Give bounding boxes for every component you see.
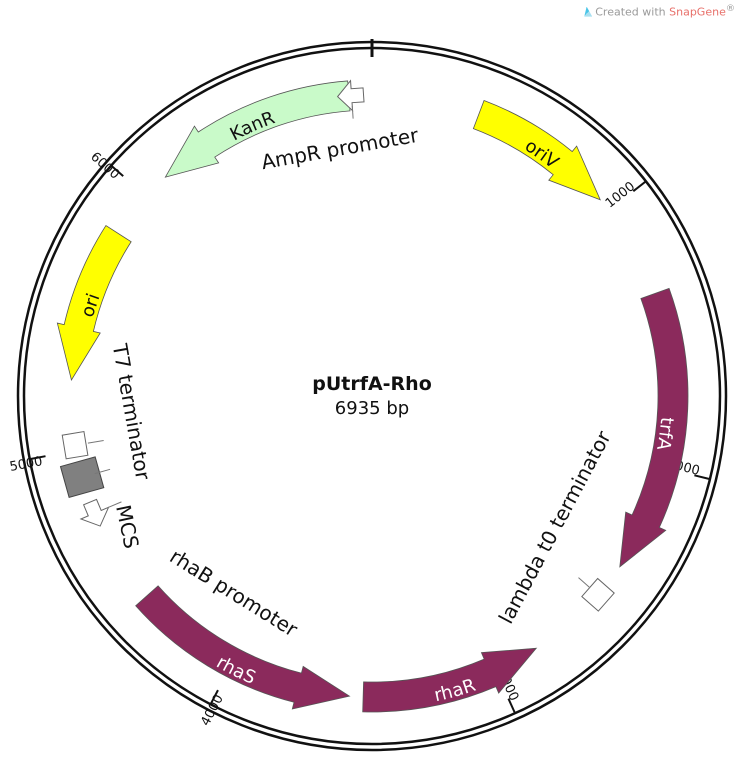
mcs-leader bbox=[94, 468, 111, 475]
tick-mark bbox=[694, 474, 711, 481]
watermark-prefix: Created with bbox=[595, 5, 670, 19]
rhab-promoter-leader bbox=[106, 501, 122, 509]
tick-mark bbox=[209, 689, 219, 705]
plasmid-name: pUtrfA-Rho bbox=[312, 373, 432, 395]
tick-mark bbox=[632, 180, 647, 192]
tick-mark bbox=[507, 698, 516, 714]
mcs-marker[interactable] bbox=[59, 456, 105, 499]
feature-oriV-arrow[interactable] bbox=[472, 100, 602, 201]
feature-rhaS-arrow[interactable] bbox=[135, 585, 351, 710]
feature-trfA-label: trfA bbox=[652, 416, 677, 452]
t7-terminator-label: T7 terminator bbox=[108, 341, 156, 482]
watermark-brand: SnapGene bbox=[669, 5, 726, 19]
tick-mark bbox=[29, 455, 46, 461]
tick-label: 1000 bbox=[603, 179, 638, 211]
t7-terminator-marker[interactable] bbox=[61, 430, 89, 460]
ampr-promoter-leader bbox=[351, 105, 354, 119]
feature-trfA-arrow[interactable] bbox=[619, 287, 689, 568]
t7-terminator-leader bbox=[87, 439, 104, 444]
feature-rhaR-arrow[interactable] bbox=[362, 647, 538, 713]
mcs-label: MCS bbox=[111, 503, 144, 551]
tick-mark bbox=[110, 164, 124, 177]
snapgene-watermark: Created with SnapGene® bbox=[584, 3, 735, 19]
plasmid-length: 6935 bp bbox=[335, 398, 409, 419]
ampr-promoter-label: AmpR promoter bbox=[259, 123, 420, 174]
lambda-t0-terminator-leader bbox=[578, 577, 590, 588]
lambda-t0-terminator-marker[interactable] bbox=[581, 577, 615, 612]
ampr-promoter-marker[interactable] bbox=[336, 79, 365, 112]
watermark-suffix: ® bbox=[725, 3, 735, 14]
feature-ori-arrow[interactable] bbox=[56, 225, 132, 382]
rhab-promoter-marker[interactable] bbox=[76, 496, 114, 532]
tick-label: 5000 bbox=[9, 454, 44, 475]
snapgene-logo-icon bbox=[584, 6, 593, 17]
